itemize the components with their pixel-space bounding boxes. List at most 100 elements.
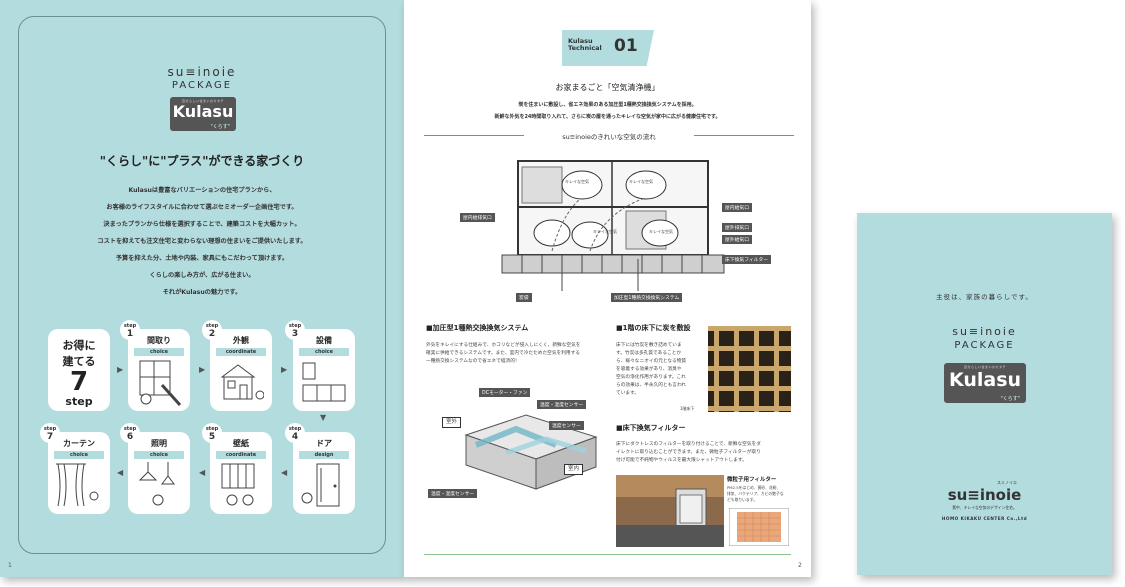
- step-number: 5: [208, 432, 216, 442]
- lead-line: 新鮮な外気を24時間取り入れて、さらに炭の層を通ったキレイな空気が家中に広がる健…: [494, 114, 721, 120]
- body-line: お客様のライフスタイルに合わせて選ぶセミオーダー企画住宅です。: [106, 204, 298, 211]
- step-number: 4: [291, 432, 299, 442]
- arrow-left-icon: ◀: [199, 468, 206, 477]
- section3-line: 床下にダクトレスのフィルターを取り付けることで、新鮮な空気をダ: [616, 442, 761, 447]
- step-title: 設備: [316, 336, 332, 345]
- arrow-left-icon: ◀: [117, 468, 124, 477]
- house-exterior-illustration: [220, 364, 264, 400]
- clean-air-label: キレイな空気: [565, 179, 589, 184]
- section1-line: 外気をキレイにする仕組みで、ホコリなどが侵入しにくく、新鮮な空気を: [426, 343, 581, 348]
- kitchen-illustration: [302, 362, 346, 402]
- brand-wordmark: su≡inoie: [167, 65, 237, 79]
- label-fan: DCモーター・ファン: [479, 388, 531, 397]
- label-inside: 室内: [564, 464, 584, 475]
- filter-line: 排気、バクテリア、カビの胞子な: [727, 491, 784, 496]
- intro-number: 7: [69, 367, 89, 397]
- tech-number: 01: [614, 36, 638, 56]
- step-word: step: [288, 323, 302, 329]
- label-charcoal: 炭袋: [516, 293, 532, 302]
- label-indoor-supply: 屋内給気口: [722, 203, 752, 212]
- label-intake: 屋内給排気口: [460, 213, 495, 222]
- step-word: step: [205, 426, 219, 432]
- filter-sample-photo: [729, 508, 789, 546]
- filter-line: PM2.5をはじめ、黄砂、花粉、: [727, 485, 781, 490]
- step-number: 1: [126, 329, 134, 339]
- label-sensor-mid: 温度センサー: [549, 421, 584, 430]
- logo-kana: "くらす": [210, 124, 231, 130]
- lead-line: 炭を住まいに敷設し、省エネ効果のある加圧型1種熱交換換気システムを採用。: [518, 102, 697, 108]
- cover-kulasu-logo: 自分らしい住まいのカタチ Kulasu "くらす": [944, 363, 1026, 403]
- left-page: su≡inoie PACKAGE 自分らしい住まいのカタチ Kulasu "くら…: [0, 0, 404, 577]
- section2-title: ■1階の床下に炭を敷設: [616, 324, 691, 332]
- door-illustration: [301, 463, 340, 507]
- footer-rule: [424, 554, 791, 555]
- step-number: 3: [291, 329, 299, 339]
- step-title: 壁紙: [233, 439, 249, 448]
- tech-brand: Kulasu: [568, 37, 593, 45]
- arrow-left-icon: ◀: [281, 468, 288, 477]
- clean-air-label: キレイな空気: [649, 229, 673, 234]
- step-sub: coordinate: [216, 451, 266, 459]
- logo-name: Kulasu: [172, 102, 234, 121]
- section1-line: 確実に供給できるシステムです。また、室内で冷たためた空気を利用する: [426, 351, 580, 356]
- step-title: カーテン: [63, 439, 95, 448]
- air-flow-diagram: [501, 160, 725, 291]
- arrow-right-icon: ▶: [199, 365, 206, 374]
- step-sub: coordinate: [216, 348, 266, 356]
- logo-name: Kulasu: [948, 369, 1022, 391]
- curtain-illustration: [56, 463, 99, 507]
- section2-line: ています。: [616, 391, 639, 396]
- step-word: step: [123, 426, 137, 432]
- cover-brand-package: PACKAGE: [954, 340, 1015, 351]
- tech-label: Technical: [568, 44, 602, 52]
- step-sub: choice: [134, 451, 184, 459]
- intro-line1: お得に: [62, 339, 96, 352]
- sumino-logo: su≡inoie: [947, 486, 1022, 504]
- body-line: コストを抑えても注文住宅と変わらない理想の住まいをご提供いたします。: [97, 238, 307, 245]
- sumino-kana: スミノイエ: [997, 480, 1017, 485]
- lighting-illustration: [138, 462, 175, 506]
- section2-line: す。竹炭は多孔質であることか: [616, 351, 682, 356]
- arrow-right-icon: ▶: [281, 365, 288, 374]
- step-sub: design: [299, 451, 349, 459]
- section3-title: ■床下換気フィルター: [616, 424, 686, 432]
- ventilation-unit-illustration: [464, 414, 598, 490]
- label-sensor-top: 温度・湿度センサー: [537, 400, 587, 409]
- section3-line: 付け可能で不純物やウィルスを最大限シャットアウトします。: [616, 458, 747, 463]
- arrow-down-icon: ▼: [320, 413, 327, 422]
- sumino-sub: 素中、キレイな空気のデザイン住宅。: [952, 505, 1017, 510]
- label-sensor-bottom: 温度・湿度センサー: [428, 489, 478, 498]
- step-title: 間取り: [147, 336, 171, 345]
- logo-tagline: 自分らしい住まいのカタチ: [963, 365, 1006, 369]
- flow-title: su≡inoieのきれいな空気の流れ: [424, 131, 794, 141]
- page-number: 2: [798, 562, 802, 569]
- step-number: 6: [126, 432, 134, 442]
- company-name: HOMO KIKAKU CENTER Co.,Ltd: [941, 516, 1028, 521]
- step-word: step: [43, 426, 57, 432]
- body-line: 予算を抑えた分、土地や内装、家具にもこだわって頂けます。: [115, 255, 289, 262]
- intro-line2: 建てる: [62, 355, 96, 368]
- steps-intro-card: お得に 建てる 7 step: [48, 329, 110, 411]
- section-heading: お家まるごと「空気清浄機」: [555, 83, 660, 92]
- step-title: 照明: [151, 439, 167, 448]
- label-system: 加圧型1種熱交換換気システム: [611, 293, 683, 302]
- step-word: step: [288, 426, 302, 432]
- step-sub: choice: [299, 348, 349, 356]
- headline: "くらし"に"プラス"ができる家づくり: [99, 154, 305, 168]
- step-number: 7: [46, 432, 54, 442]
- step-sub: choice: [134, 348, 184, 356]
- step-word: step: [123, 323, 137, 329]
- body-line: Kulasuは豊富なバリエーションの住宅プランから、: [128, 187, 276, 194]
- step-title: 外観: [233, 336, 249, 345]
